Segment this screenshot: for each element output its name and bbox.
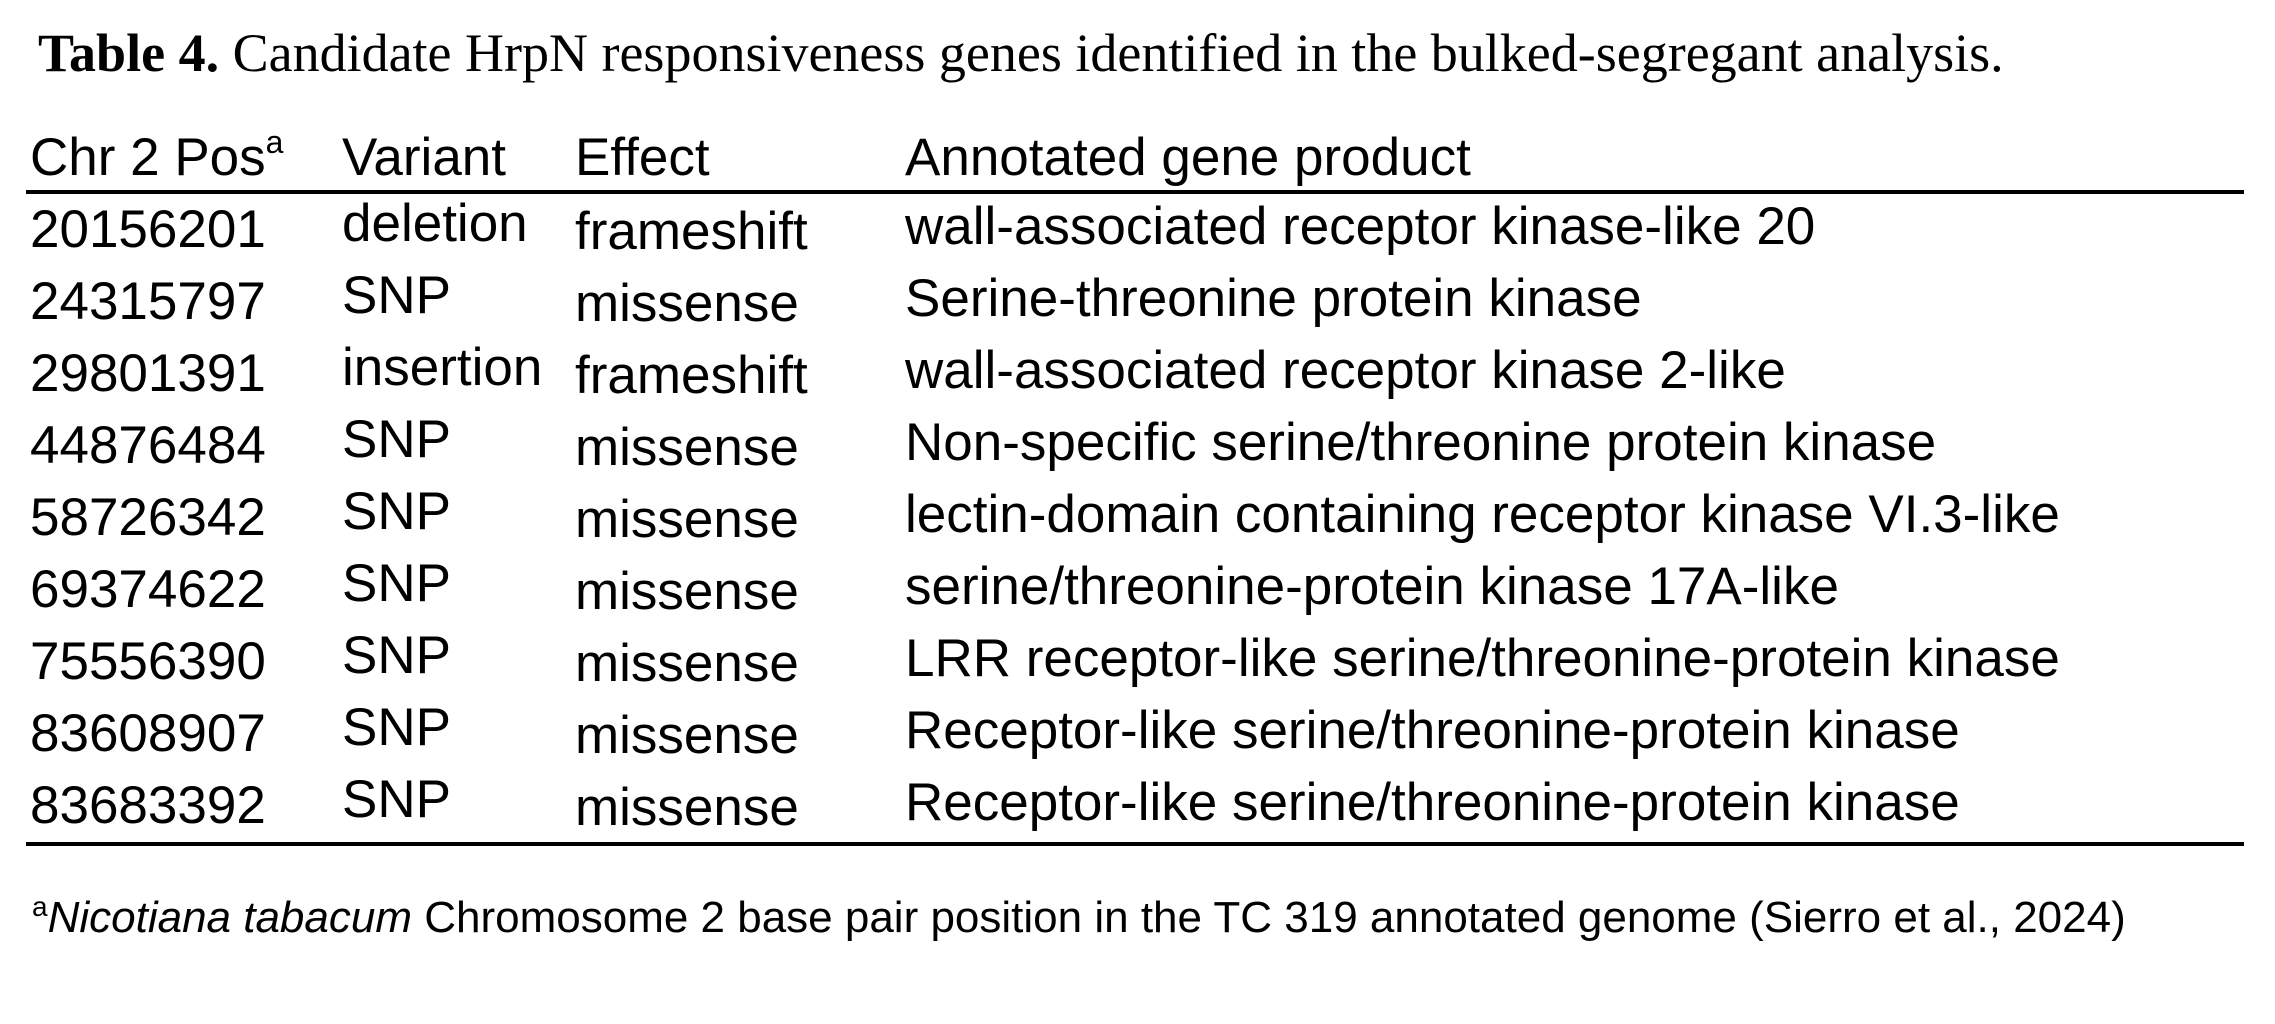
cell-effect: frameshift xyxy=(575,202,808,261)
header-effect: Effect xyxy=(571,118,901,194)
cell-variant: SNP xyxy=(342,266,451,325)
cell-variant: SNP xyxy=(342,626,451,685)
cell-product: Receptor-like serine/threonine-protein k… xyxy=(901,767,2244,843)
table-row: 69374622 SNP missense serine/threonine-prot… xyxy=(26,554,2244,626)
cell-position: 29801391 xyxy=(30,344,266,403)
table-row: 83608907 SNP missense Receptor-like serine/… xyxy=(26,698,2244,770)
table-row: 58726342 SNP missense lectin-domain contain… xyxy=(26,482,2244,554)
cell-product: lectin-domain containing receptor kinase… xyxy=(905,485,2060,544)
cell-product: serine/threonine-protein kinase 17A-like xyxy=(905,557,1839,616)
header-position: Chr 2 Posa xyxy=(26,118,338,194)
cell-variant: SNP xyxy=(342,482,451,541)
cell-position: 44876484 xyxy=(30,416,266,475)
cell-position: 69374622 xyxy=(30,560,266,619)
cell-variant: SNP xyxy=(342,554,451,613)
cell-effect: missense xyxy=(575,706,799,765)
table-row: 29801391 insertion frameshift wall-associat… xyxy=(26,338,2244,410)
cell-position: 83608907 xyxy=(30,704,266,763)
table-row: 20156201 deletion frameshift wall-associate… xyxy=(26,192,2244,266)
cell-variant: SNP xyxy=(342,410,451,469)
cell-position: 58726342 xyxy=(30,488,266,547)
table-row: 75556390 SNP missense LRR receptor-like ser… xyxy=(26,626,2244,698)
header-product: Annotated gene product xyxy=(901,118,2244,194)
cell-position: 83683392 xyxy=(26,770,338,846)
cell-variant: SNP xyxy=(338,764,571,840)
header-position-footnote-mark: a xyxy=(265,124,284,160)
cell-variant: insertion xyxy=(342,338,543,397)
cell-position: 20156201 xyxy=(30,200,266,259)
footnote-mark: a xyxy=(32,891,48,922)
header-position-label: Chr 2 Pos xyxy=(30,128,266,187)
cell-effect: missense xyxy=(575,274,799,333)
cell-product: Receptor-like serine/threonine-protein k… xyxy=(905,701,1960,760)
cell-effect: missense xyxy=(575,490,799,549)
table-caption-text: Candidate HrpN responsiveness genes iden… xyxy=(219,23,2004,83)
footnote-text: Chromosome 2 base pair position in the T… xyxy=(412,893,2126,942)
table-row: 44876484 SNP missense Non-specific serine/t… xyxy=(26,410,2244,482)
table-body: 20156201 deletion frameshift wall-associate… xyxy=(26,192,2244,848)
cell-effect: missense xyxy=(575,634,799,693)
cell-variant: SNP xyxy=(342,698,451,757)
cell-position: 24315797 xyxy=(30,272,266,331)
table-row: 24315797 SNP missense Serine-threonine prot… xyxy=(26,266,2244,338)
cell-product: LRR receptor-like serine/threonine-prote… xyxy=(905,629,2060,688)
cell-variant: deletion xyxy=(342,194,528,253)
cell-product: wall-associated receptor kinase 2-like xyxy=(905,341,1786,400)
cell-product: Non-specific serine/threonine protein ki… xyxy=(905,413,1937,472)
cell-product: Serine-threonine protein kinase xyxy=(905,269,1642,328)
cell-effect: missense xyxy=(575,418,799,477)
cell-effect: missense xyxy=(575,562,799,621)
cell-effect: missense xyxy=(571,772,901,848)
gene-table-container: Chr 2 Posa Variant Effect Annotated gene… xyxy=(26,118,2244,848)
footnote-species: Nicotiana tabacum xyxy=(47,893,412,942)
table-footnote: aNicotiana tabacum Chromosome 2 base pai… xyxy=(32,888,2126,948)
cell-product: wall-associated receptor kinase-like 20 xyxy=(905,197,1816,256)
cell-effect: frameshift xyxy=(575,346,808,405)
cell-position: 75556390 xyxy=(30,632,266,691)
header-variant: Variant xyxy=(338,118,571,194)
table-caption: Table 4. Candidate HrpN responsiveness g… xyxy=(38,18,2004,88)
table-caption-label: Table 4. xyxy=(38,23,220,83)
gene-table: Chr 2 Posa Variant Effect Annotated gene… xyxy=(26,118,2244,848)
table-header-row: Chr 2 Posa Variant Effect Annotated gene… xyxy=(26,118,2244,194)
